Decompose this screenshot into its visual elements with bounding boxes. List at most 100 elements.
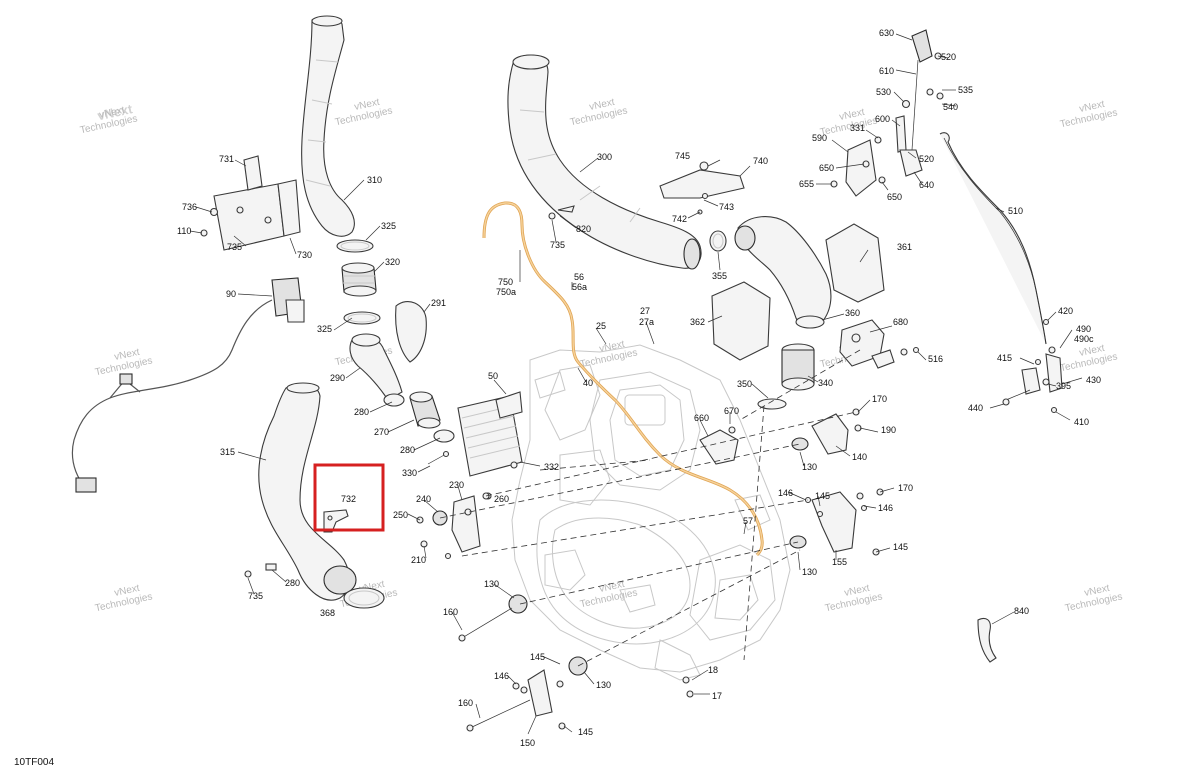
clamp-325-upper — [336, 239, 374, 253]
callout-630: 630 — [879, 28, 894, 38]
clamp-280-b — [433, 429, 455, 443]
callout-146: 146 — [878, 503, 893, 513]
callout-155: 155 — [832, 557, 847, 567]
callout-650: 650 — [819, 163, 834, 173]
callout-230: 230 — [449, 480, 464, 490]
callout-600: 600 — [875, 114, 890, 124]
intake-tube-315 — [258, 382, 357, 601]
intercooler-50 — [457, 391, 523, 500]
callout-640: 640 — [919, 180, 934, 190]
svg-text:vNext: vNext — [353, 97, 381, 113]
callout-750a: 750a — [496, 287, 516, 297]
callout-300: 300 — [597, 152, 612, 162]
alignment-lines — [439, 349, 861, 667]
callout-520: 520 — [919, 154, 934, 164]
callout-340: 340 — [818, 378, 833, 388]
callout-410: 410 — [1074, 417, 1089, 427]
callout-680: 680 — [893, 317, 908, 327]
callout-362: 362 — [690, 317, 705, 327]
diagram-reference-code: 10TF004 — [14, 757, 54, 768]
bracket-730 — [200, 155, 301, 251]
callout-280: 280 — [400, 445, 415, 455]
callout-160: 160 — [458, 698, 473, 708]
shifter-assembly — [830, 29, 944, 197]
clamp-368 — [343, 587, 385, 609]
callout-736: 736 — [182, 202, 197, 212]
callout-27: 27 — [640, 306, 650, 316]
callout-160: 160 — [443, 607, 458, 617]
callout-820: 820 — [576, 224, 591, 234]
callout-361: 361 — [897, 242, 912, 252]
callout-331: 331 — [850, 123, 865, 133]
callout-510: 510 — [1008, 206, 1023, 216]
callout-146: 146 — [778, 488, 793, 498]
callout-590: 590 — [812, 133, 827, 143]
callout-330: 330 — [402, 468, 417, 478]
sleeve-270 — [409, 391, 441, 429]
callout-56a: 56a — [572, 282, 587, 292]
callout-350: 350 — [737, 379, 752, 389]
svg-text:vNext: vNext — [843, 583, 871, 599]
callout-325: 325 — [381, 221, 396, 231]
callout-240: 240 — [416, 494, 431, 504]
callout-650: 650 — [887, 192, 902, 202]
callout-325: 325 — [317, 324, 332, 334]
clamp-325-lower — [343, 311, 381, 325]
engine-block — [511, 344, 791, 681]
callout-743: 743 — [719, 202, 734, 212]
callout-145: 145 — [578, 727, 593, 737]
callout-655: 655 — [799, 179, 814, 189]
callout-270: 270 — [374, 427, 389, 437]
callout-280: 280 — [285, 578, 300, 588]
callout-130: 130 — [802, 462, 817, 472]
bolt-820 — [548, 205, 575, 220]
svg-text:vNext: vNext — [598, 579, 626, 595]
callout-535: 535 — [958, 85, 973, 95]
module-90 — [71, 277, 305, 493]
callout-260: 260 — [494, 494, 509, 504]
mount-group-lower — [458, 594, 694, 732]
callout-368: 368 — [320, 608, 335, 618]
svg-text:vNext: vNext — [1083, 583, 1111, 599]
callout-145: 145 — [530, 652, 545, 662]
callout-750: 750 — [498, 277, 513, 287]
callout-25: 25 — [596, 321, 606, 331]
bolt-330 — [427, 450, 450, 465]
svg-text:vNext: vNext — [838, 107, 866, 123]
callout-735: 735 — [227, 242, 242, 252]
intake-tube-300 — [507, 54, 702, 270]
callout-610: 610 — [879, 66, 894, 76]
callout-18: 18 — [708, 665, 718, 675]
callout-490: 490 — [1076, 324, 1091, 334]
callout-310: 310 — [367, 175, 382, 185]
svg-text:vNext: vNext — [113, 347, 141, 363]
hose-840 — [977, 617, 997, 663]
callout-146: 146 — [494, 671, 509, 681]
callout-170: 170 — [898, 483, 913, 493]
filter-340 — [781, 343, 815, 391]
callout-516: 516 — [928, 354, 943, 364]
callout-290: 290 — [330, 373, 345, 383]
part-732 — [323, 509, 349, 533]
callout-745: 745 — [675, 151, 690, 161]
callout-140: 140 — [852, 452, 867, 462]
callout-430: 430 — [1086, 375, 1101, 385]
callout-110: 110 — [177, 226, 191, 236]
callout-130: 130 — [596, 680, 611, 690]
callout-145: 145 — [893, 542, 908, 552]
callout-17: 17 — [712, 691, 722, 701]
duct-291 — [395, 301, 427, 363]
callout-730: 730 — [297, 250, 312, 260]
callout-150: 150 — [520, 738, 535, 748]
bracket-740 — [659, 161, 745, 215]
callout-660: 660 — [694, 413, 709, 423]
callout-210: 210 — [411, 555, 426, 565]
callout-labels: 731 736 110 735 730 310 325 320 325 291 … — [177, 28, 1101, 748]
callout-57: 57 — [743, 516, 753, 526]
bracket-680 — [839, 319, 920, 369]
callout-332: 332 — [544, 462, 559, 472]
